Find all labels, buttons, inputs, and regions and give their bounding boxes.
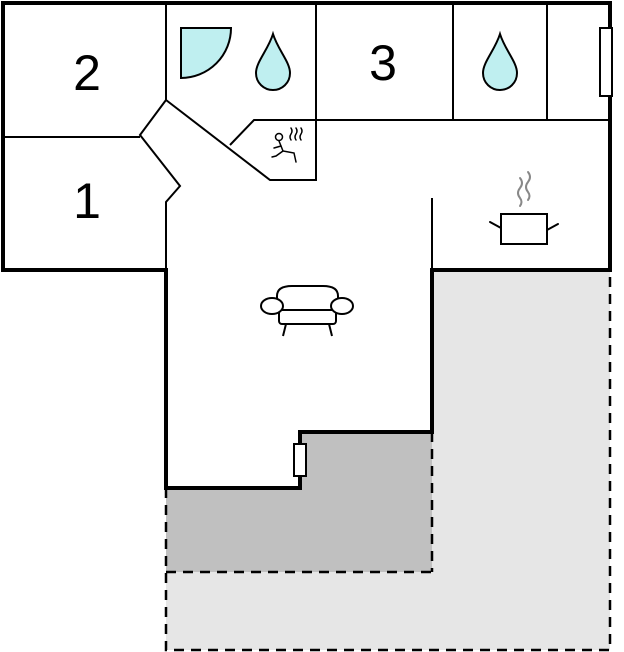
- sauna-icon: [271, 127, 303, 163]
- window-icon: [599, 27, 613, 97]
- terrace-dashed-outline: [164, 270, 612, 652]
- interior-walls: [3, 3, 610, 270]
- cooking-pot-icon: [489, 171, 559, 245]
- covered-terrace: [166, 432, 432, 572]
- door-icon: [293, 443, 307, 477]
- room-number-3: 3: [369, 35, 397, 91]
- room-number-2: 2: [73, 45, 101, 101]
- water-drop-icon: [254, 30, 292, 92]
- outer-walls: [1, 1, 612, 490]
- sofa-icon: [260, 285, 354, 337]
- shower-icon: [180, 27, 233, 80]
- water-drop-icon: [481, 30, 519, 92]
- room-number-1: 1: [73, 173, 101, 229]
